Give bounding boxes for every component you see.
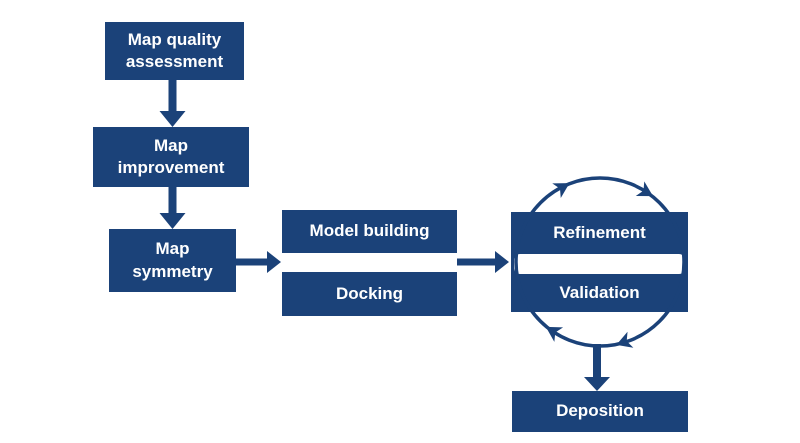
node-refinement: Refinement	[511, 212, 688, 254]
node-refinement-validation-group: Refinement Validation	[511, 212, 688, 312]
cycle-arrowhead-top-left	[552, 175, 574, 199]
refinement-validation-divider	[514, 254, 685, 274]
node-label: Map improvement	[117, 135, 225, 177]
cycle-arrowhead-bottom-right	[613, 331, 634, 353]
node-model-building: Model building	[282, 210, 457, 253]
node-label: Map quality assessment	[125, 29, 224, 71]
node-map-improvement: Map improvement	[93, 127, 249, 187]
node-deposition: Deposition	[512, 391, 688, 432]
cycle-arrowhead-bottom-left	[541, 319, 564, 342]
node-label: Map symmetry	[132, 239, 213, 281]
node-validation: Validation	[511, 274, 688, 312]
node-label: Refinement	[553, 223, 646, 242]
arrow-right-modeling-to-refinement	[457, 251, 509, 273]
node-docking: Docking	[282, 272, 457, 316]
arrow-down-cycle-to-deposition	[584, 344, 610, 391]
node-label: Docking	[335, 283, 404, 303]
node-label: Validation	[559, 283, 640, 302]
arrow-down-quality-to-improvement	[159, 80, 186, 127]
node-label: Model building	[309, 221, 430, 241]
cycle-arrowhead-top-right	[635, 181, 658, 204]
arrow-right-symmetry-to-modeling	[236, 251, 281, 273]
arrow-down-improvement-to-symmetry	[159, 187, 186, 229]
node-map-quality-assessment: Map quality assessment	[105, 22, 244, 80]
node-map-symmetry: Map symmetry	[109, 229, 236, 292]
node-label: Deposition	[556, 401, 644, 421]
